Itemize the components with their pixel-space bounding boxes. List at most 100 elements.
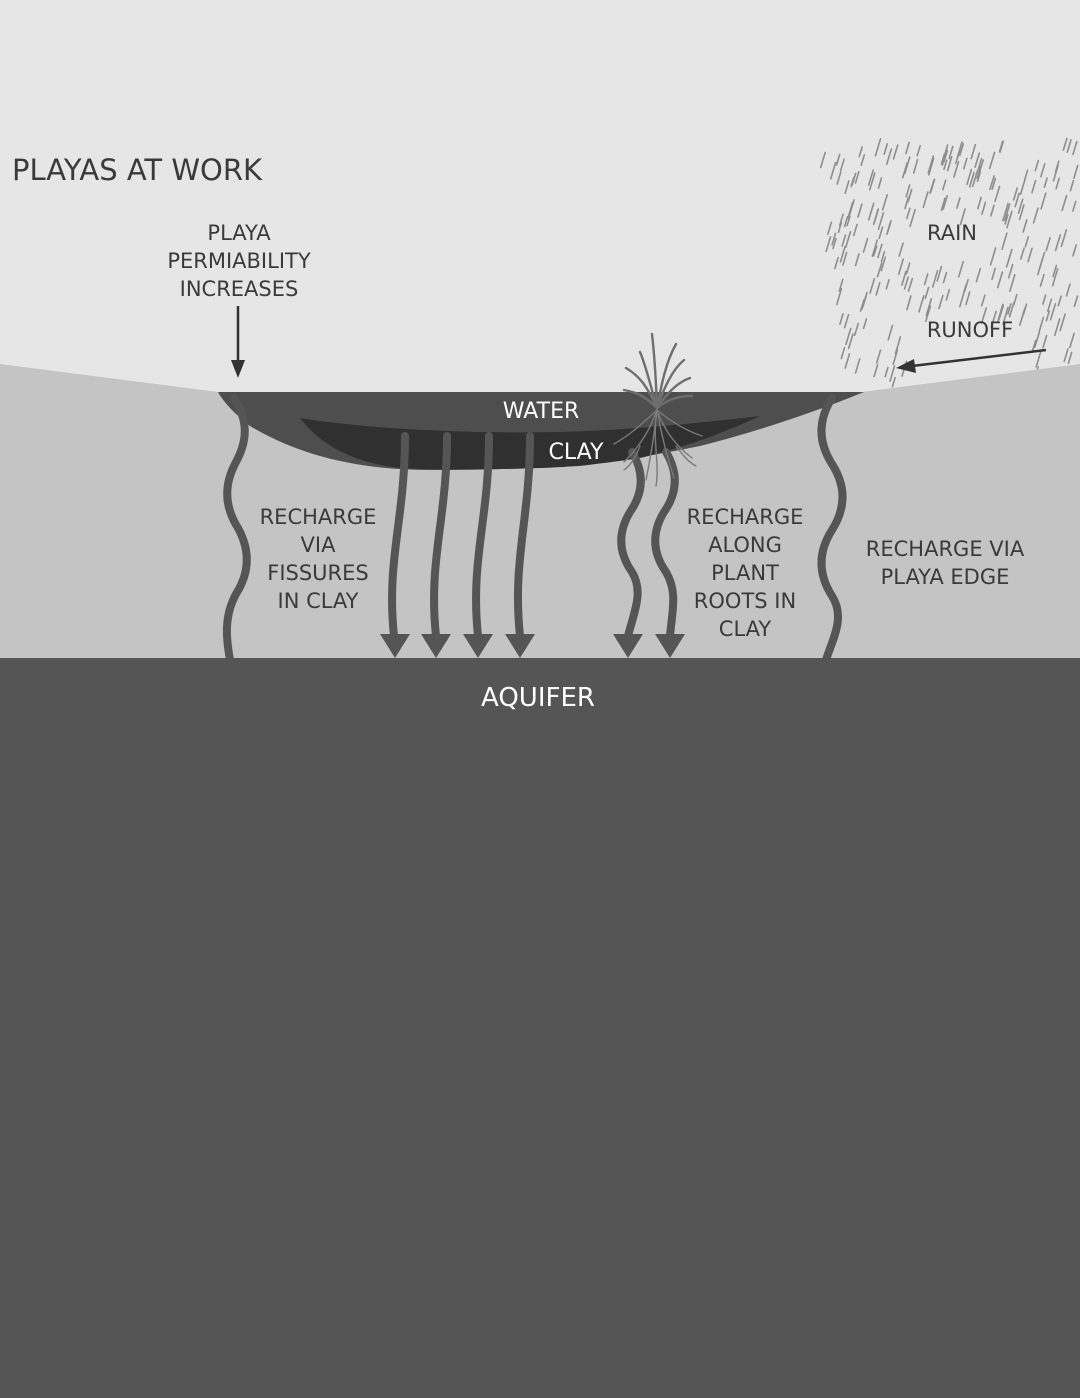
permeability-label: PLAYA PERMIABILITY INCREASES bbox=[167, 221, 311, 301]
rain-streak bbox=[838, 278, 844, 292]
rain-streak bbox=[1007, 248, 1013, 262]
rain-streak bbox=[867, 169, 875, 186]
rain-streak bbox=[1047, 298, 1053, 312]
left-arrow bbox=[896, 359, 916, 373]
rain-streak bbox=[876, 262, 883, 278]
rain-streak bbox=[922, 191, 929, 208]
rain-streak bbox=[1004, 214, 1009, 225]
rain-streak bbox=[990, 204, 995, 217]
recharge-flows bbox=[222, 394, 847, 664]
rain-streak bbox=[1031, 339, 1037, 352]
rain-streak bbox=[1003, 203, 1011, 222]
label-line: FISSURES bbox=[267, 561, 369, 585]
rain-streak bbox=[901, 270, 907, 286]
rain-streak bbox=[929, 179, 935, 194]
down-arrow bbox=[655, 634, 685, 658]
rain-streak bbox=[1066, 139, 1072, 153]
rain-streak bbox=[1009, 273, 1016, 292]
rain-streak bbox=[886, 221, 892, 235]
rain-streak bbox=[898, 242, 904, 257]
rain-streak bbox=[1072, 140, 1078, 156]
fissure-flow-2 bbox=[430, 432, 451, 640]
rain-streak bbox=[901, 162, 908, 179]
rain-streak bbox=[892, 144, 899, 160]
rain-streak bbox=[931, 269, 939, 288]
rain-streak bbox=[968, 171, 975, 188]
rain-streak bbox=[875, 281, 881, 296]
rain-streak bbox=[1032, 207, 1039, 224]
rain-streak bbox=[1055, 177, 1060, 190]
rain-streak bbox=[877, 212, 885, 230]
rain-streak bbox=[1045, 310, 1050, 322]
fissure-flow-4 bbox=[513, 432, 534, 640]
rain-streak bbox=[988, 151, 996, 170]
rain-streak bbox=[942, 195, 949, 210]
rain-streak bbox=[848, 199, 855, 216]
rain-streak bbox=[1049, 302, 1057, 321]
rain-streak bbox=[1035, 350, 1042, 368]
rain-streak bbox=[1054, 318, 1061, 337]
rain-streak bbox=[976, 166, 982, 180]
rain-streak bbox=[948, 145, 954, 160]
root-flow-1 bbox=[617, 448, 645, 640]
rain-streak bbox=[916, 144, 922, 157]
water-label: WATER bbox=[503, 399, 580, 424]
rain-streak bbox=[1014, 192, 1020, 208]
rain-streak bbox=[1052, 264, 1058, 278]
rain-streaks bbox=[819, 137, 1079, 394]
rain-streak bbox=[860, 154, 866, 166]
rain-streak bbox=[1045, 237, 1051, 252]
rain-streak bbox=[1042, 334, 1048, 349]
rain-streak bbox=[861, 291, 868, 310]
rain-streak bbox=[832, 237, 837, 250]
down-arrow bbox=[505, 634, 535, 658]
rain-streak bbox=[847, 333, 854, 350]
rain-streak bbox=[1012, 187, 1019, 201]
rain-streak bbox=[1006, 210, 1013, 229]
rain-streak bbox=[1051, 267, 1059, 287]
rain-streak bbox=[904, 196, 910, 210]
rain-streak bbox=[989, 247, 997, 266]
rain-streak bbox=[852, 223, 858, 237]
rain-streak bbox=[1034, 159, 1040, 172]
permeability-arrow bbox=[231, 306, 245, 378]
clay-label: CLAY bbox=[549, 440, 604, 465]
rain-streak bbox=[851, 172, 857, 186]
rain-streak bbox=[885, 148, 893, 166]
rain-streak bbox=[844, 180, 850, 194]
rain-streak bbox=[846, 215, 851, 227]
rain-streak bbox=[826, 221, 833, 235]
rain-streak bbox=[953, 161, 960, 178]
runoff-label: RUNOFF bbox=[927, 318, 1013, 342]
rain-streak bbox=[844, 230, 852, 249]
down-arrow bbox=[231, 360, 245, 378]
rain-streak bbox=[838, 213, 844, 227]
rain-streak bbox=[835, 153, 841, 166]
rain-streak bbox=[885, 278, 890, 290]
rain-streak bbox=[1073, 164, 1079, 180]
rain-streak bbox=[1072, 200, 1077, 212]
arrow-heads bbox=[380, 634, 685, 658]
rain-streak bbox=[981, 201, 987, 215]
rain-streak bbox=[1072, 244, 1077, 257]
rain-streak bbox=[843, 313, 850, 329]
rain-streak bbox=[1040, 192, 1047, 210]
rain-streak bbox=[956, 197, 961, 209]
rain-streak bbox=[1027, 247, 1033, 263]
rain-streak bbox=[940, 153, 946, 165]
rain-streak bbox=[1017, 198, 1024, 214]
label-line: CLAY bbox=[719, 617, 772, 641]
rain-streak bbox=[980, 307, 988, 325]
rain-streak bbox=[1069, 179, 1075, 192]
rain-streak bbox=[1018, 204, 1025, 221]
rain-streak bbox=[873, 209, 879, 224]
rain-streak bbox=[991, 267, 997, 281]
rain-streak bbox=[965, 291, 971, 306]
roots-label: RECHARGE ALONG PLANT ROOTS IN CLAY bbox=[687, 505, 804, 641]
rain-streak bbox=[966, 168, 973, 186]
rain-streak bbox=[925, 298, 933, 317]
rain-streak bbox=[897, 258, 905, 276]
label-line: ALONG bbox=[708, 533, 782, 557]
rain-streak bbox=[867, 202, 875, 221]
rain-streak bbox=[962, 157, 968, 170]
